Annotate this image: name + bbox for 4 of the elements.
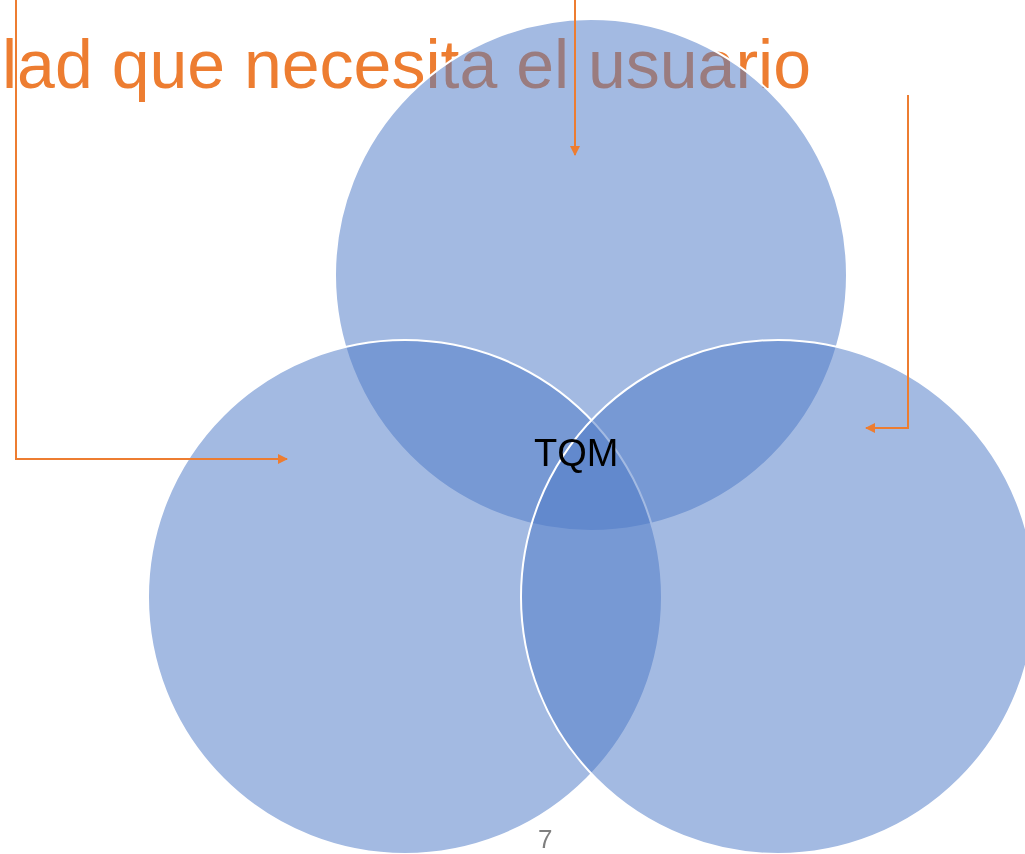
page-number: 7	[538, 824, 553, 854]
arrow	[865, 94, 909, 433]
arrow	[570, 0, 580, 156]
arrow	[15, 0, 288, 464]
